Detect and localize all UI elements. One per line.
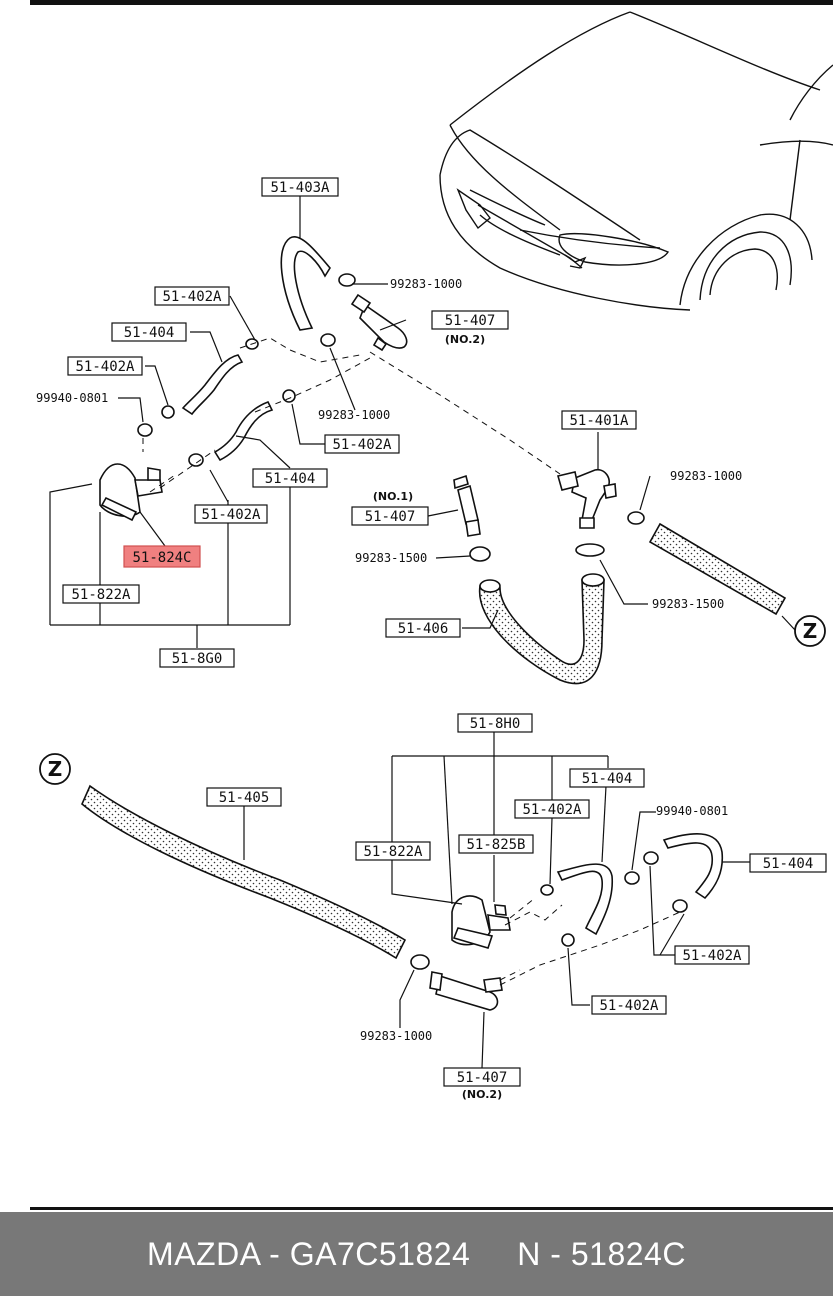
label-51-402a-3: 51-402A xyxy=(332,437,392,453)
part-99940-0801-a: 99940-0801 xyxy=(36,391,108,405)
label-51-402a-5: 51-402A xyxy=(522,802,582,818)
footer-part-text: MAZDA - GA7C51824 N - 51824C xyxy=(147,1235,686,1272)
clip-51-402a-f xyxy=(643,851,659,865)
joint-51-407-no2 xyxy=(350,293,408,352)
label-51-402a-2: 51-402A xyxy=(75,359,135,375)
clip-99940-0801-b xyxy=(624,871,640,885)
hose-51-404-middle xyxy=(213,400,274,462)
clip-99283-1000-d xyxy=(410,954,430,970)
clip-51-402a-e xyxy=(540,884,554,896)
car-front-illustration xyxy=(439,11,833,311)
part-99283-1500-b: 99283-1500 xyxy=(652,597,724,611)
label-51-405: 51-405 xyxy=(219,790,270,806)
sublabel-no1: (NO.1) xyxy=(373,490,413,503)
clip-51-402a-b xyxy=(161,405,175,419)
label-51-404-3: 51-404 xyxy=(582,771,633,787)
label-51-407-no1: 51-407 xyxy=(365,509,416,525)
clip-99283-1000-c xyxy=(627,511,645,525)
joint-51-407-no1 xyxy=(453,474,481,537)
clip-99283-1000-b xyxy=(320,333,336,347)
part-99283-1000-d: 99283-1000 xyxy=(360,1029,432,1043)
label-51-402a-6: 51-402A xyxy=(682,948,742,964)
label-51-8g0: 51-8G0 xyxy=(172,651,223,667)
sublabel-no2-bottom: (NO.2) xyxy=(462,1088,502,1101)
label-51-402a-7: 51-402A xyxy=(599,998,659,1014)
connector-z-top-circle xyxy=(794,615,826,647)
clip-99283-1500-b xyxy=(575,543,605,557)
clip-51-402a-c xyxy=(282,389,296,403)
connector-z-top: Z xyxy=(803,619,818,643)
label-51-402a-1: 51-402A xyxy=(162,289,222,305)
label-51-404-2: 51-404 xyxy=(265,471,316,487)
clip-99283-1000-top xyxy=(338,273,356,287)
label-51-402a-4: 51-402A xyxy=(201,507,261,523)
dashed-routing-bottom xyxy=(499,897,681,986)
sublabel-no2-top: (NO.2) xyxy=(445,333,485,346)
clip-51-402a-g xyxy=(672,899,688,913)
label-51-824c: 51-824C xyxy=(132,550,191,566)
part-99940-0801-b: 99940-0801 xyxy=(656,804,728,818)
label-51-822a-1: 51-822A xyxy=(71,587,131,603)
label-51-8h0: 51-8H0 xyxy=(470,716,521,732)
hose-51-404-lower-left xyxy=(556,863,614,936)
label-51-407-no2-top: 51-407 xyxy=(445,313,496,329)
hose-51-403a xyxy=(280,236,331,331)
washer-hose-diagram: Z Z xyxy=(36,11,833,1101)
top-border xyxy=(30,0,833,5)
label-51-403a: 51-403A xyxy=(270,180,330,196)
joint-51-407-no2-bottom xyxy=(429,971,503,1011)
footer-bar: MAZDA - GA7C51824 N - 51824C xyxy=(0,1212,833,1296)
label-51-404-1: 51-404 xyxy=(124,325,175,341)
hose-51-406-end-b xyxy=(581,573,605,587)
hose-51-406 xyxy=(478,579,605,685)
part-99283-1500-a: 99283-1500 xyxy=(355,551,427,565)
clip-51-402a-d xyxy=(188,453,204,467)
label-boxes xyxy=(62,177,827,1087)
clip-99283-1500-a xyxy=(469,546,491,562)
connector-z-bottom: Z xyxy=(48,757,63,781)
label-51-825b: 51-825B xyxy=(466,837,525,853)
dashed-routing-top xyxy=(142,337,561,493)
bottom-border xyxy=(30,1207,833,1210)
part-99283-1000-b: 99283-1000 xyxy=(318,408,390,422)
clip-99940-0801-a xyxy=(137,423,153,437)
connector-z-bottom-circle xyxy=(39,753,71,785)
t-joint-51-401a xyxy=(557,468,617,529)
leader-lines xyxy=(49,196,796,1069)
hose-to-z-top xyxy=(648,522,787,616)
part-99283-1000-a: 99283-1000 xyxy=(390,277,462,291)
nozzle-51-824c xyxy=(99,463,163,522)
label-51-406: 51-406 xyxy=(398,621,449,637)
label-51-401a: 51-401A xyxy=(569,413,629,429)
hose-51-405 xyxy=(81,784,407,960)
label-51-407-no2-bottom: 51-407 xyxy=(457,1070,508,1086)
hose-51-404-upper xyxy=(181,354,244,416)
label-51-404-4: 51-404 xyxy=(763,856,814,872)
hose-51-406-end-a xyxy=(479,579,501,593)
label-51-822a-2: 51-822A xyxy=(363,844,423,860)
clip-51-402a-h xyxy=(561,933,575,947)
nozzle-51-825b xyxy=(451,895,511,949)
hose-51-404-lower-right xyxy=(662,833,724,900)
part-99283-1000-c: 99283-1000 xyxy=(670,469,742,483)
